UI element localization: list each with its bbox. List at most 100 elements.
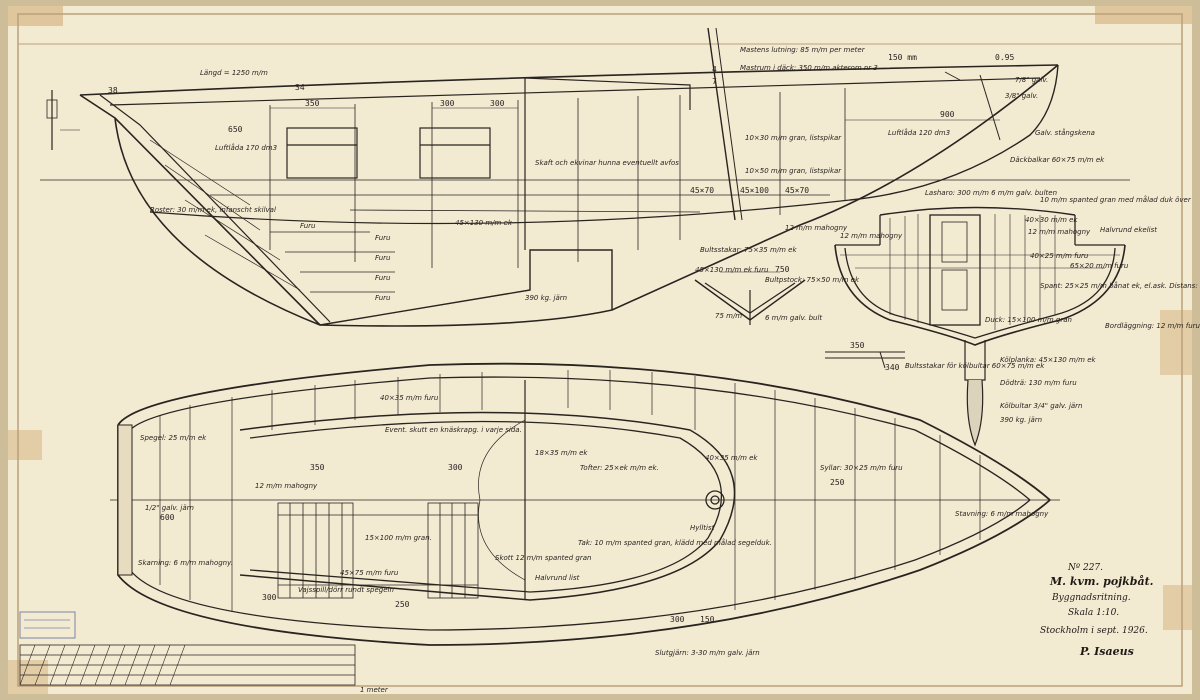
dim-label: 900 (940, 110, 955, 119)
paper (8, 6, 1192, 694)
stem-bracings (149, 139, 301, 291)
dim-label: 300 (440, 99, 455, 108)
drawing-kind: Byggnadsritning. (1051, 593, 1131, 603)
dim-label: 0.95 (995, 53, 1014, 62)
plan-label: 40×35 m/m ek (705, 454, 758, 462)
rudder-detail (46, 90, 80, 150)
section-label: 12 m/m mahogny (1028, 228, 1091, 236)
stem-note: Roster: 30 m/m ek, infanscht skilval (150, 206, 276, 214)
dim-label: 650 (228, 125, 243, 134)
dim-label: 350 (310, 463, 325, 472)
sheet-border (17, 13, 1183, 687)
plan-label: 45×75 m/m furu (340, 569, 399, 577)
profile-view (40, 27, 1130, 327)
furu-label: Furu (300, 222, 316, 230)
keel (319, 249, 613, 326)
plan-view (110, 362, 1060, 646)
plan-gunwale-top (117, 362, 1051, 501)
section-label: Bultsstakar för kölbultar 60×75 m/m ek (905, 362, 1045, 370)
plan-label: Vajsspill/dörr rundt spegeln (298, 586, 394, 594)
drawing-number: Nº 227. (1067, 563, 1103, 573)
dim-label: 7 (712, 77, 717, 86)
plan-label: 18×35 m/m ek (535, 449, 588, 457)
door-panel (941, 269, 968, 311)
section-size: 45×70 (690, 186, 714, 195)
section-label: Dödträ: 130 m/m furu (1000, 379, 1077, 387)
section-label: 75 m/m (715, 312, 742, 320)
scale-unit: 1 meter (360, 686, 389, 694)
section-inner (844, 247, 1116, 339)
section-coachroof (879, 206, 1076, 216)
section-size: 45×100 (740, 186, 769, 195)
dim-label: 340 (885, 363, 900, 372)
plan-inwale-bottom (129, 430, 1031, 631)
plan-label: Skarning: 6 m/m mahogny. (138, 559, 233, 567)
section-frames (889, 214, 1056, 330)
scale-bar (19, 644, 356, 686)
deck-line (109, 77, 1041, 106)
section-label: Halvrund ekelist (1100, 226, 1157, 234)
plan-label: Hylltist (690, 524, 715, 532)
cockpit-inner (249, 420, 722, 593)
plan-label: 40×35 m/m furu (380, 394, 439, 402)
section-label: Bordläggning: 12 m/m furu på bilsläk (ev… (1105, 321, 1200, 330)
boat-name: M. kvm. pojkbåt. (1049, 575, 1154, 588)
dim-label: 250 (395, 600, 410, 609)
transom-curve (849, 64, 1059, 201)
plan-label: Skott 12 m/m spanted gran (495, 554, 591, 562)
signature: P. Isaeus (1079, 645, 1134, 658)
floorboards (277, 502, 479, 599)
dim-label: 300 (448, 463, 463, 472)
stern-post (979, 74, 1001, 141)
floor-line (149, 199, 851, 225)
dim-label: 4 (712, 65, 717, 74)
furu-label: Furu (375, 274, 391, 282)
transom-plan (117, 424, 133, 576)
dim-label: 350 (850, 341, 865, 350)
section-label: Spant: 25×25 m/m bånat ek, el.ask. Dista… (1040, 281, 1200, 290)
mast-step (710, 495, 720, 505)
hull-bottom (114, 64, 1059, 327)
section-label: Duck: 15×100 m/m gran (985, 316, 1072, 324)
stangskena-note: Galv. stångskena (1035, 128, 1095, 137)
plan-label: Slutgjärn: 3-30 m/m galv. järn (655, 649, 760, 657)
tape-piece (8, 660, 48, 694)
luftlada-aft: Luftlåda 120 dm3 (888, 128, 950, 137)
section-label: Bultsstakar: 75×35 m/m ek (700, 246, 797, 254)
thwart-box (286, 127, 358, 179)
section-label: 45×130 m/m ek furu (695, 266, 769, 274)
dim-label: 600 (160, 513, 175, 522)
mast (715, 27, 743, 221)
plan-frames (159, 370, 981, 612)
tape-piece (8, 430, 42, 460)
frame-note: 10×50 m/m gran, listspikar (745, 167, 842, 175)
section-label: 65×20 m/m furu (1070, 262, 1129, 270)
mahogany-label: 12 m/m mahogny (785, 224, 848, 232)
furu-label: Furu (375, 254, 391, 262)
place-date: Stockholm i sept. 1926. (1040, 626, 1148, 636)
plan-label: 1/2" galv. järn (145, 504, 194, 512)
dim-label: 350 (305, 99, 320, 108)
section-label: 6 m/m galv. bult (765, 314, 822, 322)
beam-label: Däckbalkar 60×75 m/m ek (1010, 156, 1105, 164)
door-swing (478, 499, 526, 581)
plan-label: Tak: 10 m/m spanted gran, klädd med måla… (578, 538, 772, 547)
door-swing (478, 419, 526, 501)
archive-stamp (19, 611, 76, 639)
section-label: Kölbultar 3/4" galv. järn (1000, 402, 1083, 410)
section-label: Kölplanka: 45×130 m/m ek (1000, 356, 1096, 364)
stringer (349, 209, 701, 213)
plan-label: Stavning: 6 m/m mahogny (955, 510, 1049, 518)
section-label: Bultpstock: 75×50 m/m ek (765, 276, 860, 284)
door-panel (941, 221, 968, 263)
luftlada-fore: Luftlåda 170 dm3 (215, 143, 277, 152)
plan-label: 15×100 m/m gran. (365, 534, 432, 542)
lashore-label: Lasharo: 300 m/m 6 m/m galv. bulten (925, 189, 1057, 197)
mast-clear-note: Mastrum i däck: 350 m/m akterom nr 3 (740, 64, 878, 72)
cross-section (834, 206, 1126, 447)
cockpit-coaming (239, 411, 736, 601)
floor-detail (694, 271, 806, 325)
section-label: 390 kg. järn (1000, 416, 1042, 424)
plan-label: Event. skutt en knäskrapg. i varje sida. (385, 426, 522, 434)
section-label: 40×25 m/m furu (1030, 252, 1089, 260)
